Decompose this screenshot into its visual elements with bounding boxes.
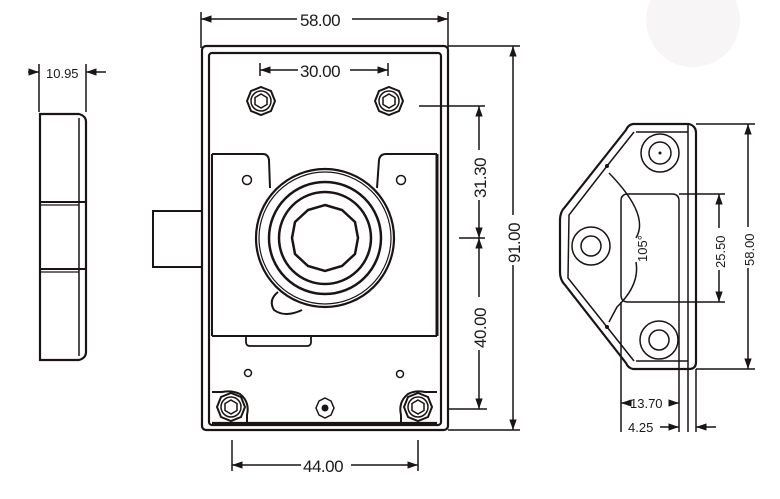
- screw-bottom-right-icon: [402, 391, 434, 423]
- top-screw-to-cylinder-label: 31.30: [471, 158, 490, 198]
- mount-hole-icon: [241, 174, 253, 186]
- top-screw-spacing-label: 30.00: [300, 62, 340, 81]
- screw-bottom-left-icon: [215, 391, 247, 423]
- overall-height-label: 91.00: [505, 223, 524, 263]
- screw-top-left-icon: [245, 85, 277, 117]
- watermark-circle: [646, 0, 740, 67]
- center-screw-icon: [315, 397, 335, 419]
- bottom-screw-spacing-label: 44.00: [303, 457, 343, 476]
- screw-top-right-icon: [373, 85, 405, 117]
- lock-bolt: [152, 210, 203, 268]
- side-thickness-label: 10.95: [46, 66, 79, 81]
- mount-hole-icon: [243, 368, 253, 378]
- lock-cylinder-icon: [254, 167, 396, 315]
- cylinder-to-bottom-screw-label: 40.00: [471, 308, 490, 348]
- strike-height-label: 58.00: [742, 233, 757, 266]
- strike-plate-view: 105° 25.50 58.00 13.70 4.25: [558, 122, 757, 435]
- opening-height-label: 25.50: [713, 235, 728, 268]
- front-view: 58.00 30.00: [152, 11, 524, 476]
- overall-width-label: 58.00: [300, 11, 340, 30]
- mount-hole-icon: [395, 174, 407, 186]
- angle-label: 105°: [635, 235, 650, 262]
- strike-hole-top-icon: [640, 133, 680, 173]
- mount-hole-icon: [395, 369, 405, 379]
- plate-thickness-label: 4.25: [628, 420, 653, 435]
- depth-label: 13.70: [630, 396, 663, 411]
- strike-hole-bottom-icon: [639, 320, 679, 360]
- strike-hole-middle-icon: [571, 226, 611, 266]
- side-view: 10.95: [28, 64, 106, 362]
